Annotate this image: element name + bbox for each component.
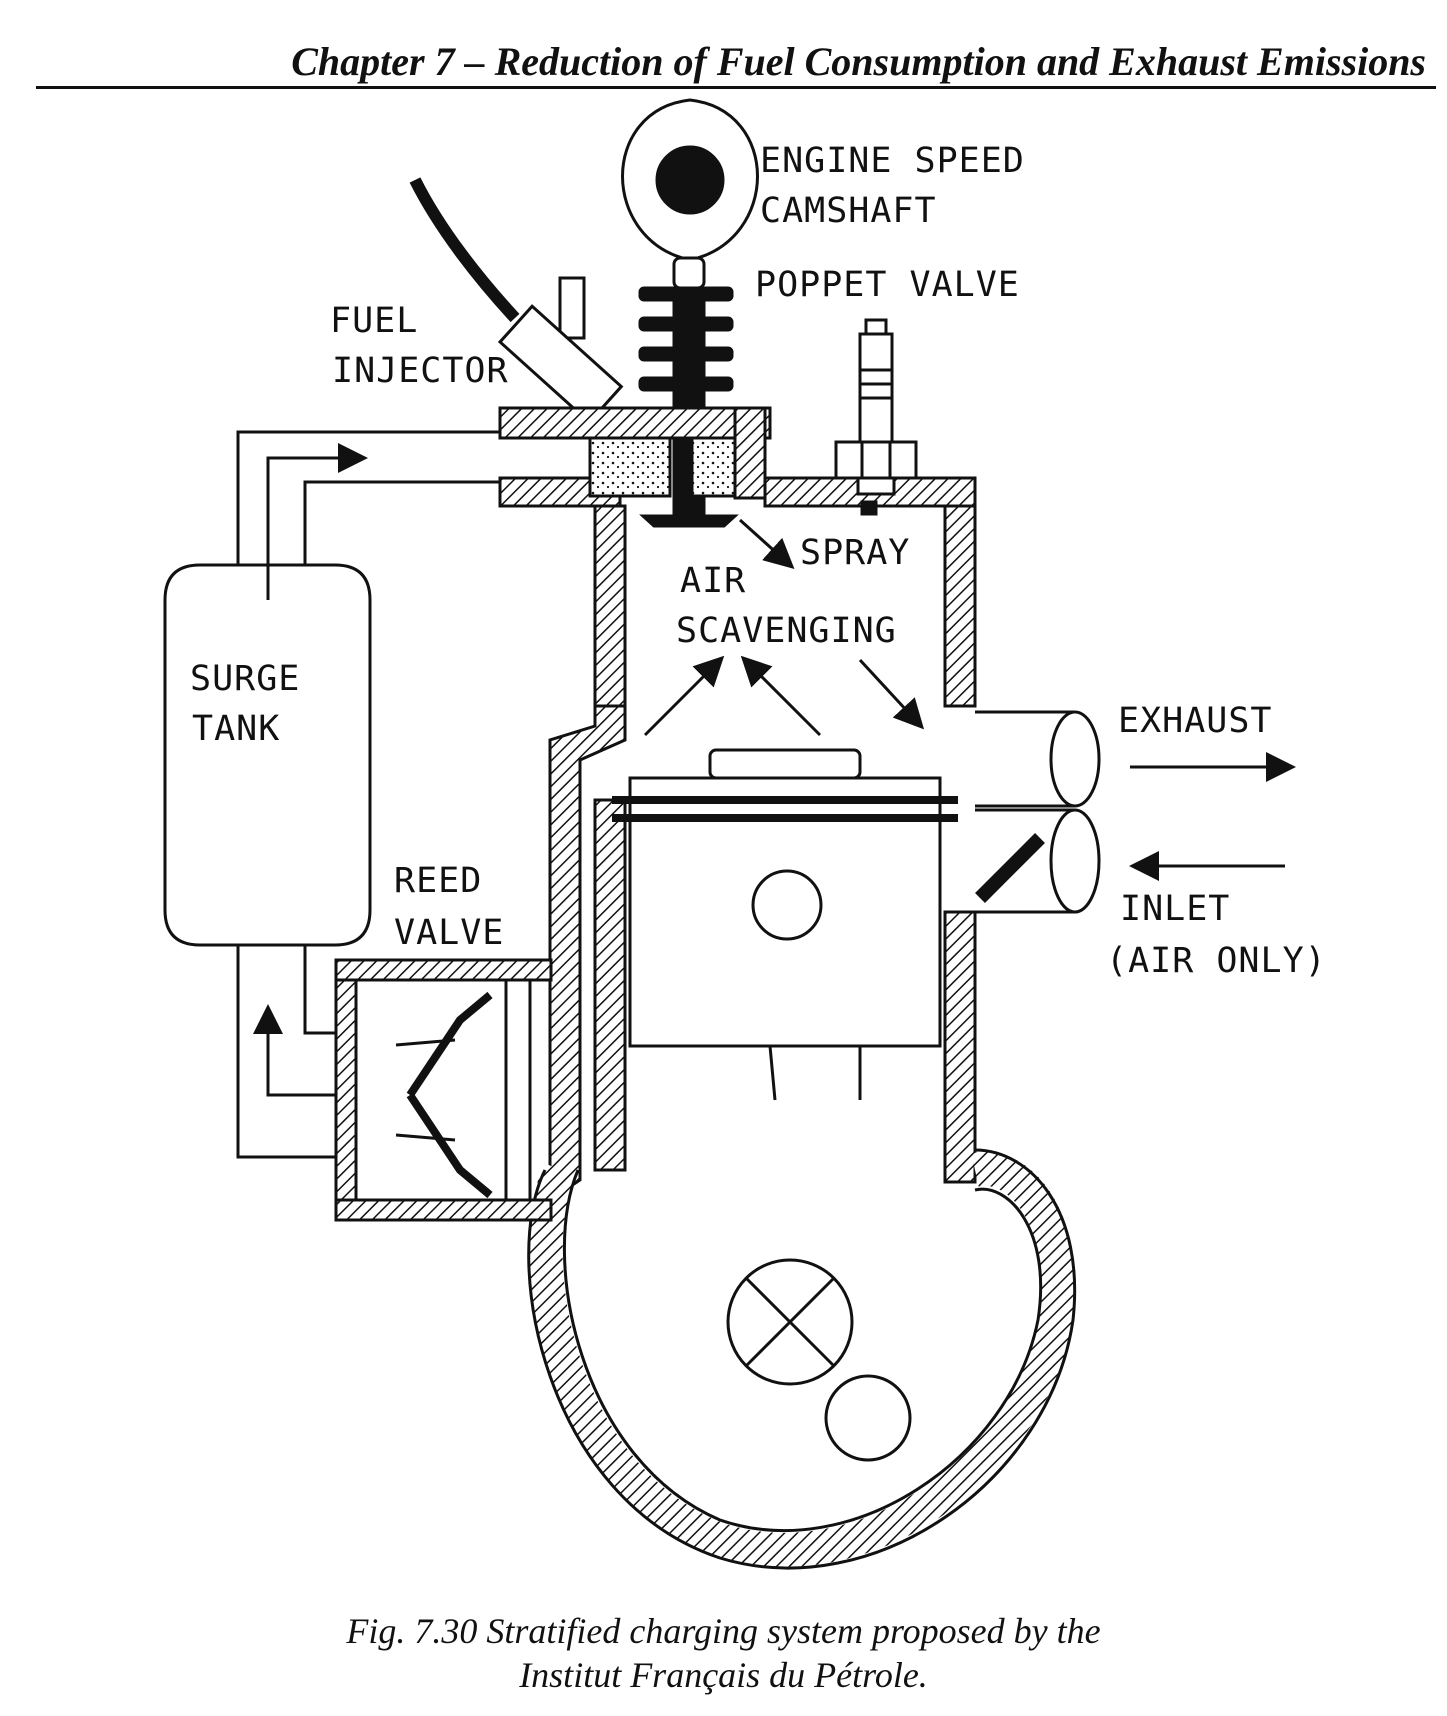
label-scavenging: SCAVENGING <box>676 611 897 651</box>
cylinder <box>548 504 977 1203</box>
label-reed: REED <box>394 861 482 901</box>
label-fuel: FUEL <box>330 301 418 341</box>
figure-caption-line-1: Fig. 7.30 Stratified charging system pro… <box>346 1611 1101 1651</box>
label-spray: SPRAY <box>800 533 910 573</box>
camshaft <box>621 98 759 290</box>
crankcase <box>527 1148 1076 1570</box>
label-injector: INJECTOR <box>332 351 509 391</box>
label-air: AIR <box>680 561 746 601</box>
surge-tank <box>163 563 372 947</box>
label-poppet-valve: POPPET VALVE <box>755 265 1020 305</box>
label-surge: SURGE <box>190 659 300 699</box>
header-rule <box>36 86 1436 89</box>
label-tank: TANK <box>192 709 280 749</box>
label-air-only: (AIR ONLY) <box>1106 941 1327 981</box>
exhaust-port <box>975 710 1101 808</box>
figure-caption-line-2: Institut Français du Pétrole. <box>519 1655 928 1695</box>
label-exhaust: EXHAUST <box>1118 701 1273 741</box>
chapter-title: Chapter 7 – Reduction of Fuel Consumptio… <box>291 39 1426 84</box>
fuel-injector <box>409 177 624 434</box>
reed-valve <box>334 958 553 1222</box>
inlet-port <box>975 808 1101 914</box>
label-inlet: INLET <box>1120 889 1230 929</box>
spark-plug <box>834 318 918 516</box>
piston <box>612 748 958 1101</box>
label-camshaft: CAMSHAFT <box>760 191 937 231</box>
page-header: Chapter 7 – Reduction of Fuel Consumptio… <box>36 30 1436 90</box>
label-engine-speed: ENGINE SPEED <box>760 141 1025 181</box>
flow-arrows <box>253 443 1296 1065</box>
label-valve: VALVE <box>394 913 504 953</box>
